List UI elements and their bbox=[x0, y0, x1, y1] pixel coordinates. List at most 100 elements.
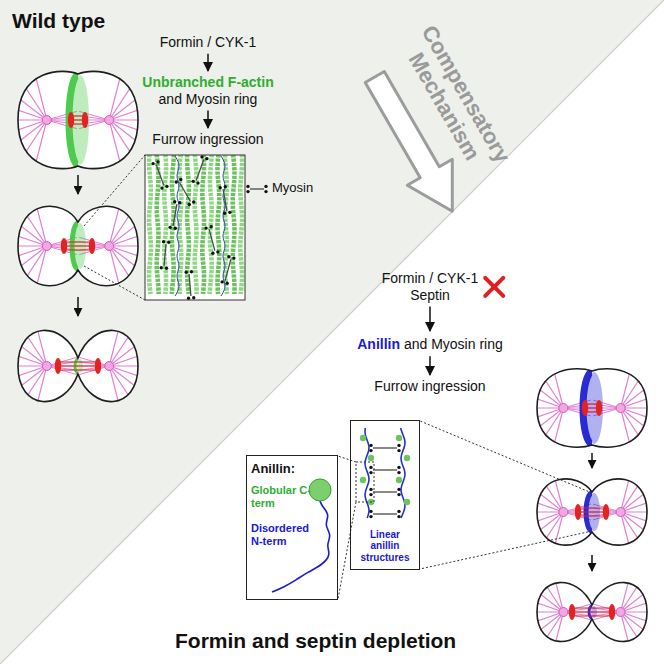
actin-filament bbox=[202, 155, 204, 294]
astral-ray bbox=[29, 120, 46, 188]
astral-ray bbox=[621, 511, 664, 512]
node-text: Globular C-term bbox=[251, 484, 311, 510]
spindle-pole bbox=[616, 608, 625, 617]
astral-ray bbox=[109, 61, 147, 120]
anillin-molecule bbox=[246, 455, 338, 600]
anillin-strand bbox=[221, 156, 225, 296]
actin-filament bbox=[164, 155, 166, 294]
myosin-head bbox=[227, 255, 230, 258]
myosin-rod bbox=[209, 229, 215, 250]
astral-ray bbox=[621, 512, 638, 580]
myosin-head bbox=[165, 266, 168, 269]
myosin-head bbox=[196, 181, 199, 184]
anillin-strand bbox=[365, 428, 369, 518]
myosin-head bbox=[397, 449, 400, 452]
myosin-rod bbox=[225, 259, 231, 280]
astral-ray bbox=[621, 408, 659, 467]
astral-ray bbox=[29, 52, 46, 120]
anillin-globule bbox=[360, 477, 366, 483]
actin-filament bbox=[156, 155, 158, 294]
zoom-leader bbox=[420, 421, 592, 493]
myosin-head bbox=[187, 296, 190, 299]
zoom-leader bbox=[84, 266, 145, 300]
anillin-globule bbox=[360, 435, 366, 441]
zoom-region bbox=[356, 462, 374, 502]
zoom-leader bbox=[338, 502, 356, 599]
astral-ray bbox=[109, 365, 179, 366]
cell-outline bbox=[18, 71, 138, 168]
flow-step: Furrow ingression bbox=[152, 131, 263, 148]
chromosomes bbox=[61, 238, 67, 254]
astral-ray bbox=[0, 120, 47, 163]
dividing-cell bbox=[0, 298, 179, 434]
myosin-head bbox=[200, 155, 203, 158]
node-text: Unbranched F-actin bbox=[142, 74, 273, 91]
actin-filament bbox=[218, 155, 220, 294]
astral-ray bbox=[0, 203, 47, 246]
myosin-head bbox=[397, 493, 400, 496]
myosin-head bbox=[246, 185, 249, 188]
myosin-key bbox=[246, 185, 267, 194]
myosin-head bbox=[188, 203, 191, 206]
flow-step: Furrow ingression bbox=[374, 378, 485, 395]
myosin-head bbox=[211, 252, 214, 255]
astral-ray bbox=[497, 489, 563, 512]
myosin-head bbox=[369, 510, 372, 513]
astral-ray bbox=[621, 349, 659, 408]
section-heading: Formin and septin depletion bbox=[175, 628, 456, 653]
legend-label: Myosin bbox=[272, 180, 313, 196]
anillin-globule bbox=[396, 477, 402, 483]
astral-ray bbox=[497, 512, 563, 535]
chromosomes bbox=[596, 400, 602, 416]
myosin-head bbox=[168, 226, 171, 229]
spindle-pole bbox=[559, 508, 568, 517]
myosin-head bbox=[175, 180, 178, 183]
myosin-head bbox=[264, 190, 267, 193]
node-text: Formin / CYK-1 bbox=[160, 34, 256, 51]
myosin-head bbox=[264, 185, 267, 188]
cell-outline bbox=[18, 206, 138, 286]
anillin-globule bbox=[368, 455, 374, 461]
central-spindle bbox=[64, 241, 92, 242]
myosin-rod bbox=[223, 189, 227, 211]
chromosomes bbox=[89, 238, 95, 254]
myosin-head bbox=[165, 185, 168, 188]
node-text: Formin / CYK-1 bbox=[382, 270, 478, 287]
actin-filament bbox=[149, 155, 151, 294]
astral-ray bbox=[497, 612, 563, 635]
astral-ray bbox=[621, 444, 638, 512]
dividing-cell bbox=[493, 340, 664, 476]
astral-ray bbox=[621, 544, 638, 612]
myosin-head bbox=[225, 282, 228, 285]
cell-outline bbox=[537, 369, 647, 447]
astral-ray bbox=[546, 544, 563, 612]
linear-anillin-box: Linear anillin structures bbox=[350, 420, 420, 570]
zoom-leader bbox=[84, 155, 145, 226]
central-spindle bbox=[578, 515, 606, 516]
box-ground bbox=[246, 455, 338, 600]
flow-arrow bbox=[207, 111, 209, 128]
myosin-head bbox=[397, 471, 400, 474]
myosin-rod bbox=[189, 274, 191, 296]
flow-arrow bbox=[429, 307, 431, 331]
astral-ray bbox=[0, 245, 47, 246]
astral-ray bbox=[508, 612, 563, 655]
astral-ray bbox=[8, 61, 46, 120]
astral-ray bbox=[546, 512, 563, 580]
myosin-head bbox=[218, 186, 221, 189]
stage-arrow bbox=[77, 175, 79, 194]
astral-ray bbox=[546, 444, 563, 512]
astral-ray bbox=[621, 385, 664, 408]
astral-ray bbox=[497, 589, 563, 612]
myosin-head bbox=[397, 466, 400, 469]
linear-anillin-art bbox=[350, 420, 420, 570]
myosin-head bbox=[151, 162, 154, 165]
myosin-rod bbox=[173, 204, 177, 226]
myosin-head bbox=[160, 266, 163, 269]
myosin-head bbox=[173, 200, 176, 203]
myosin-rod bbox=[250, 188, 264, 189]
